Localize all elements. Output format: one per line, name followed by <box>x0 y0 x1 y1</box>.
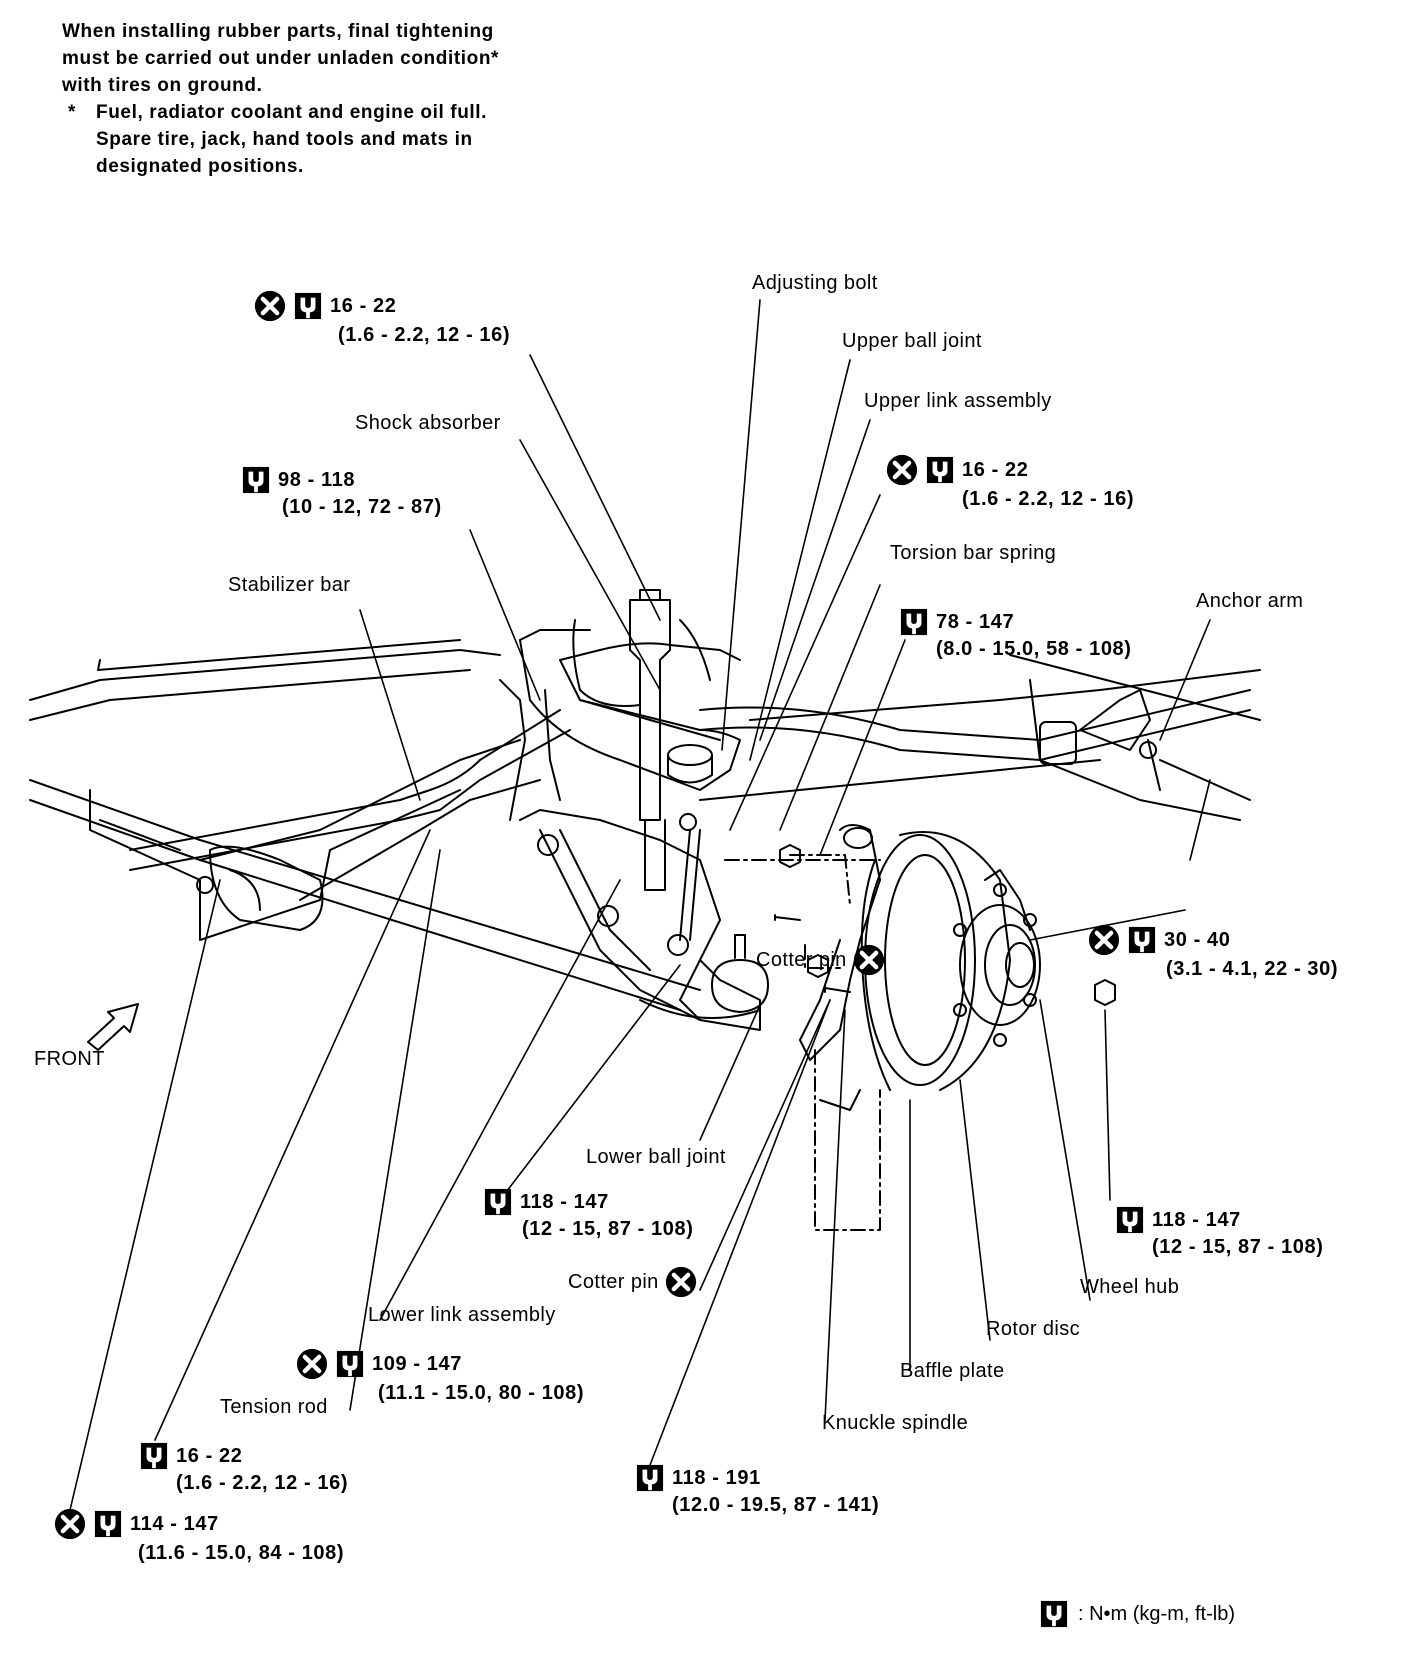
label-lower-link-assembly: Lower link assembly <box>368 1304 556 1326</box>
note-footnote: * Fuel, radiator coolant and engine oil f… <box>62 99 499 126</box>
label-torsion-bar-spring: Torsion bar spring <box>890 542 1057 564</box>
torque-conversion: (1.6 - 2.2, 12 - 16) <box>176 1472 349 1494</box>
torque-spec: 118 - 191 (12.0 - 19.5, 87 - 141) <box>636 1464 879 1519</box>
torque-spec: 118 - 147 (12 - 15, 87 - 108) <box>1116 1206 1324 1261</box>
lower-ball-joint <box>711 959 769 1013</box>
nut <box>779 844 801 868</box>
cotter-pin-text: Cotter pin <box>756 948 847 971</box>
legend-text: : N•m (kg-m, ft-lb) <box>1078 1602 1235 1625</box>
torque-spec: 109 - 147 (11.1 - 15.0, 80 - 108) <box>296 1348 584 1407</box>
torque-wrench-icon <box>1040 1600 1068 1628</box>
note-line: Fuel, radiator coolant and engine oil fu… <box>96 102 488 123</box>
do-not-reuse-icon <box>254 290 286 322</box>
torque-spec: 16 - 22 (1.6 - 2.2, 12 - 16) <box>886 454 1134 513</box>
label-adjusting-bolt: Adjusting bolt <box>752 272 878 294</box>
label-anchor-arm: Anchor arm <box>1196 590 1304 612</box>
do-not-reuse-icon <box>296 1348 328 1380</box>
knuckle-spindle <box>799 824 881 1061</box>
label-upper-ball-joint: Upper ball joint <box>842 330 982 352</box>
label-rotor-disc: Rotor disc <box>986 1318 1081 1340</box>
torque-conversion: (1.6 - 2.2, 12 - 16) <box>962 488 1135 510</box>
torque-wrench-icon <box>636 1464 664 1492</box>
tension-rod <box>299 779 541 901</box>
torque-value: 118 - 191 <box>672 1466 761 1489</box>
label-knuckle-spindle: Knuckle spindle <box>822 1412 969 1434</box>
torque-wrench-icon <box>242 466 270 494</box>
torque-conversion: (10 - 12, 72 - 87) <box>282 496 442 518</box>
label-baffle-plate: Baffle plate <box>900 1360 1005 1382</box>
note-line: designated positions. <box>96 156 304 177</box>
label-tension-rod: Tension rod <box>220 1396 328 1418</box>
shock-absorber <box>629 599 671 821</box>
torque-wrench-icon <box>926 456 954 484</box>
front-arrow <box>87 1003 139 1051</box>
installation-note: When installing rubber parts, final tigh… <box>62 18 499 180</box>
torque-wrench-icon <box>1128 926 1156 954</box>
torque-conversion: (12 - 15, 87 - 108) <box>522 1218 694 1240</box>
torque-value: 30 - 40 <box>1164 928 1231 951</box>
do-not-reuse-icon <box>886 454 918 486</box>
torque-spec: 114 - 147 (11.6 - 15.0, 84 - 108) <box>54 1508 344 1567</box>
note-line: Spare tire, jack, hand tools and mats in <box>96 129 473 150</box>
label-shock-absorber: Shock absorber <box>355 412 501 434</box>
note-line: with tires on ground. <box>62 75 263 96</box>
torque-value: 109 - 147 <box>372 1352 462 1375</box>
torque-spec: 16 - 22 (1.6 - 2.2, 12 - 16) <box>140 1442 348 1497</box>
do-not-reuse-icon <box>665 1266 697 1298</box>
torque-wrench-icon <box>900 608 928 636</box>
torque-value: 118 - 147 <box>1152 1208 1241 1231</box>
torque-spec: 78 - 147 (8.0 - 15.0, 58 - 108) <box>900 608 1132 663</box>
torque-spec: 16 - 22 (1.6 - 2.2, 12 - 16) <box>254 290 510 349</box>
label-cotter-pin-lower: Cotter pin <box>568 1266 697 1298</box>
torque-conversion: (3.1 - 4.1, 22 - 30) <box>1166 958 1339 980</box>
torque-spec: 30 - 40 (3.1 - 4.1, 22 - 30) <box>1088 924 1338 983</box>
torque-spec: 118 - 147 (12 - 15, 87 - 108) <box>484 1188 694 1243</box>
wheel-hub <box>959 904 1041 1026</box>
label-stabilizer-bar: Stabilizer bar <box>228 574 351 596</box>
torsion-bar <box>699 689 1251 741</box>
label-cotter-pin-upper: Cotter pin <box>756 944 885 976</box>
do-not-reuse-icon <box>54 1508 86 1540</box>
lower-link <box>519 809 761 1031</box>
crossmember <box>89 789 461 941</box>
torque-wrench-icon <box>94 1510 122 1538</box>
label-lower-ball-joint: Lower ball joint <box>586 1146 726 1168</box>
torque-value: 16 - 22 <box>176 1444 243 1467</box>
torque-conversion: (11.1 - 15.0, 80 - 108) <box>378 1382 585 1404</box>
stabilizer-bar <box>129 709 561 851</box>
torque-value: 114 - 147 <box>130 1512 219 1535</box>
torque-wrench-icon <box>140 1442 168 1470</box>
torque-wrench-icon <box>336 1350 364 1378</box>
label-wheel-hub: Wheel hub <box>1080 1276 1180 1298</box>
do-not-reuse-icon <box>1088 924 1120 956</box>
torque-conversion: (12 - 15, 87 - 108) <box>1152 1236 1324 1258</box>
torque-wrench-icon <box>1116 1206 1144 1234</box>
units-legend: : N•m (kg-m, ft-lb) <box>1040 1600 1235 1628</box>
torque-spec: 98 - 118 (10 - 12, 72 - 87) <box>242 466 442 521</box>
label-upper-link-assembly: Upper link assembly <box>864 390 1052 412</box>
torque-conversion: (1.6 - 2.2, 12 - 16) <box>338 324 511 346</box>
note-line: When installing rubber parts, final tigh… <box>62 21 494 42</box>
frame-rail <box>29 649 501 701</box>
anchor-arm <box>1079 689 1151 751</box>
upper-link <box>519 639 741 791</box>
torque-value: 98 - 118 <box>278 468 356 491</box>
torque-conversion: (11.6 - 15.0, 84 - 108) <box>138 1542 345 1564</box>
cotter-pin-text: Cotter pin <box>568 1270 659 1293</box>
torque-wrench-icon <box>294 292 322 320</box>
do-not-reuse-icon <box>853 944 885 976</box>
torque-value: 16 - 22 <box>962 458 1029 481</box>
torque-wrench-icon <box>484 1188 512 1216</box>
footnote-star: * <box>68 102 76 123</box>
torque-value: 118 - 147 <box>520 1190 609 1213</box>
torque-conversion: (8.0 - 15.0, 58 - 108) <box>936 638 1132 660</box>
torque-value: 78 - 147 <box>936 610 1015 633</box>
note-line: must be carried out under unladen condit… <box>62 48 500 69</box>
torque-conversion: (12.0 - 19.5, 87 - 141) <box>672 1494 880 1516</box>
label-front: FRONT <box>34 1048 105 1070</box>
torque-value: 16 - 22 <box>330 294 397 317</box>
